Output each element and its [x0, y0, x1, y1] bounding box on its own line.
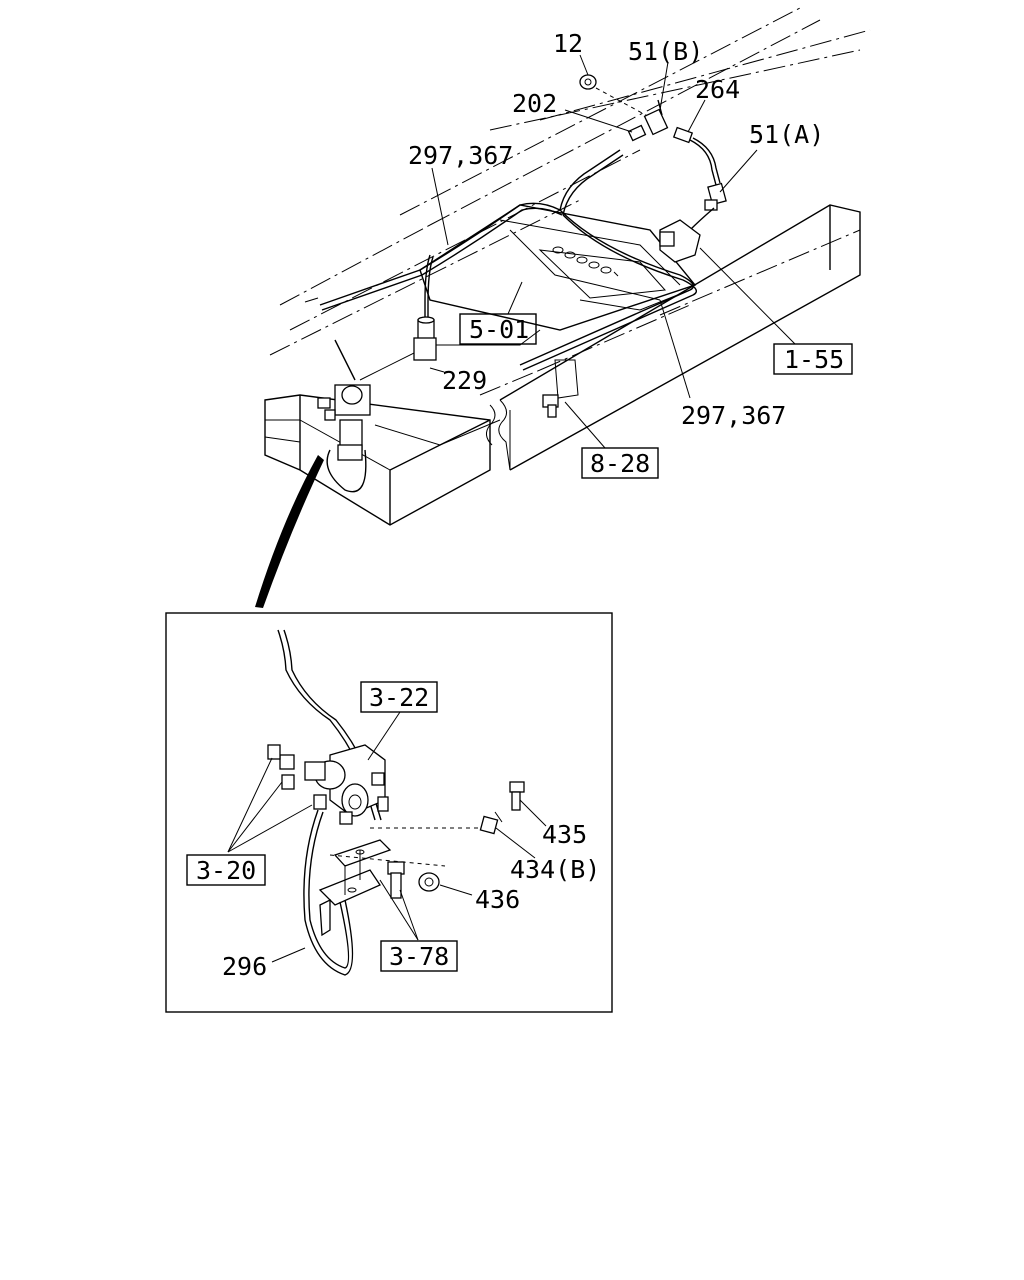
svg-text:3-20: 3-20 — [196, 856, 256, 885]
ref-box-5-01: 5-01 — [459, 313, 537, 345]
callout-297-367-lower: 297,367 — [681, 401, 786, 430]
callout-434b: 434(B) — [510, 855, 600, 884]
callout-229: 229 — [442, 366, 487, 395]
ref-box-3-78: 3-78 — [380, 940, 458, 972]
svg-text:5-01: 5-01 — [469, 315, 529, 344]
ref-box-3-22: 3-22 — [360, 681, 438, 713]
arrow-wedge-icon — [255, 455, 324, 608]
callout-296: 296 — [222, 952, 267, 981]
leader-lines-top — [429, 54, 796, 449]
ref-box-8-28: 8-28 — [581, 447, 659, 479]
ref-box-3-20: 3-20 — [186, 854, 266, 886]
callout-12: 12 — [553, 29, 583, 58]
callout-51a: 51(A) — [749, 120, 824, 149]
svg-text:8-28: 8-28 — [590, 449, 650, 478]
valve-assembly-top — [317, 359, 579, 461]
callout-297-367-upper: 297,367 — [408, 141, 513, 170]
callout-435: 435 — [542, 820, 587, 849]
callout-51b: 51(B) — [628, 37, 703, 66]
callout-202: 202 — [512, 89, 557, 118]
chassis-frame — [264, 7, 871, 526]
svg-text:1-55: 1-55 — [784, 345, 844, 374]
callout-264: 264 — [695, 75, 740, 104]
detail-assembly — [267, 629, 525, 976]
svg-text:3-22: 3-22 — [369, 683, 429, 712]
air-pipe-297-367 — [319, 149, 697, 493]
fittings-top — [579, 74, 727, 263]
callout-436: 436 — [475, 885, 520, 914]
callout-labels: 12 51(B) 202 264 297,367 51(A) 229 297,3… — [222, 29, 824, 981]
svg-text:3-78: 3-78 — [389, 942, 449, 971]
detail-frame — [165, 612, 613, 1013]
ref-box-1-55: 1-55 — [773, 343, 853, 375]
connector-229 — [413, 316, 437, 361]
leader-lines-detail — [227, 711, 547, 963]
reference-boxes: 5-01 1-55 8-28 3-22 3-20 3-78 — [186, 313, 853, 972]
